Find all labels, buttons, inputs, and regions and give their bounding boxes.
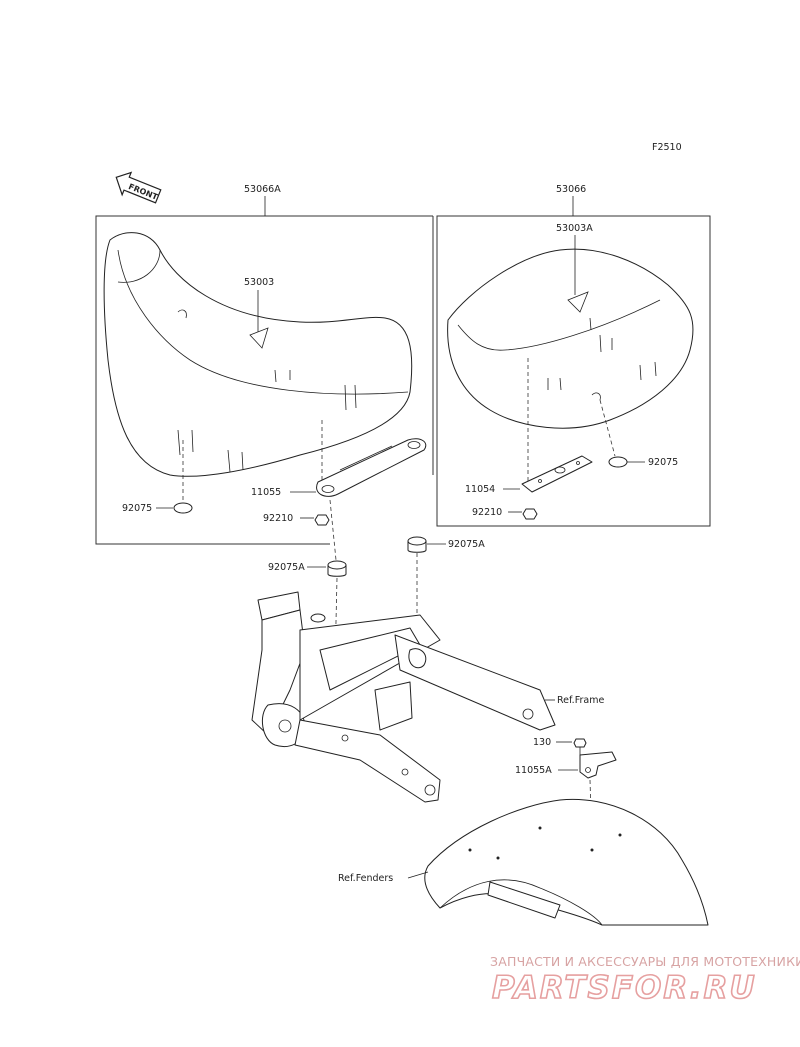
label-92210-left: 92210 — [263, 513, 293, 524]
label-53003: 53003 — [244, 277, 274, 288]
label-92075A-right: 92075A — [448, 539, 485, 550]
label-53003A: 53003A — [556, 223, 593, 234]
nut-right — [522, 508, 538, 520]
figure-code: F2510 — [652, 142, 682, 153]
grommet-left — [173, 502, 193, 514]
rear-frame — [251, 591, 556, 803]
label-92210-right: 92210 — [472, 507, 502, 518]
label-11055: 11055 — [251, 487, 281, 498]
label-92075-right: 92075 — [648, 457, 678, 468]
bolt-130 — [573, 738, 587, 755]
label-53066A: 53066A — [244, 184, 281, 195]
label-92075A-left: 92075A — [268, 562, 305, 573]
damper-right — [407, 536, 427, 553]
right-seat — [447, 248, 694, 429]
nut-left — [314, 514, 330, 526]
label-11054: 11054 — [465, 484, 495, 495]
left-seat — [103, 232, 413, 477]
right-assembly-box — [436, 215, 711, 527]
label-11055A: 11055A — [515, 765, 552, 776]
bracket-11055 — [316, 438, 427, 497]
label-130: 130 — [533, 737, 551, 748]
watermark-brand: PARTSFOR.RU — [492, 970, 757, 1006]
front-arrow-icon: FRONT — [115, 171, 162, 204]
bracket-11054 — [521, 455, 593, 493]
damper-left — [327, 560, 347, 577]
bracket-11055a — [579, 751, 617, 779]
label-53066: 53066 — [556, 184, 586, 195]
label-ref-fenders: Ref.Fenders — [338, 873, 393, 884]
rear-fender — [424, 798, 709, 926]
label-92075-left: 92075 — [122, 503, 152, 514]
watermark-tagline: ЗАПЧАСТИ И АКСЕССУАРЫ ДЛЯ МОТОТЕХНИКИ — [490, 954, 800, 969]
grommet-right — [608, 456, 628, 468]
left-assembly-box — [95, 215, 433, 545]
label-ref-frame: Ref.Frame — [557, 695, 604, 706]
